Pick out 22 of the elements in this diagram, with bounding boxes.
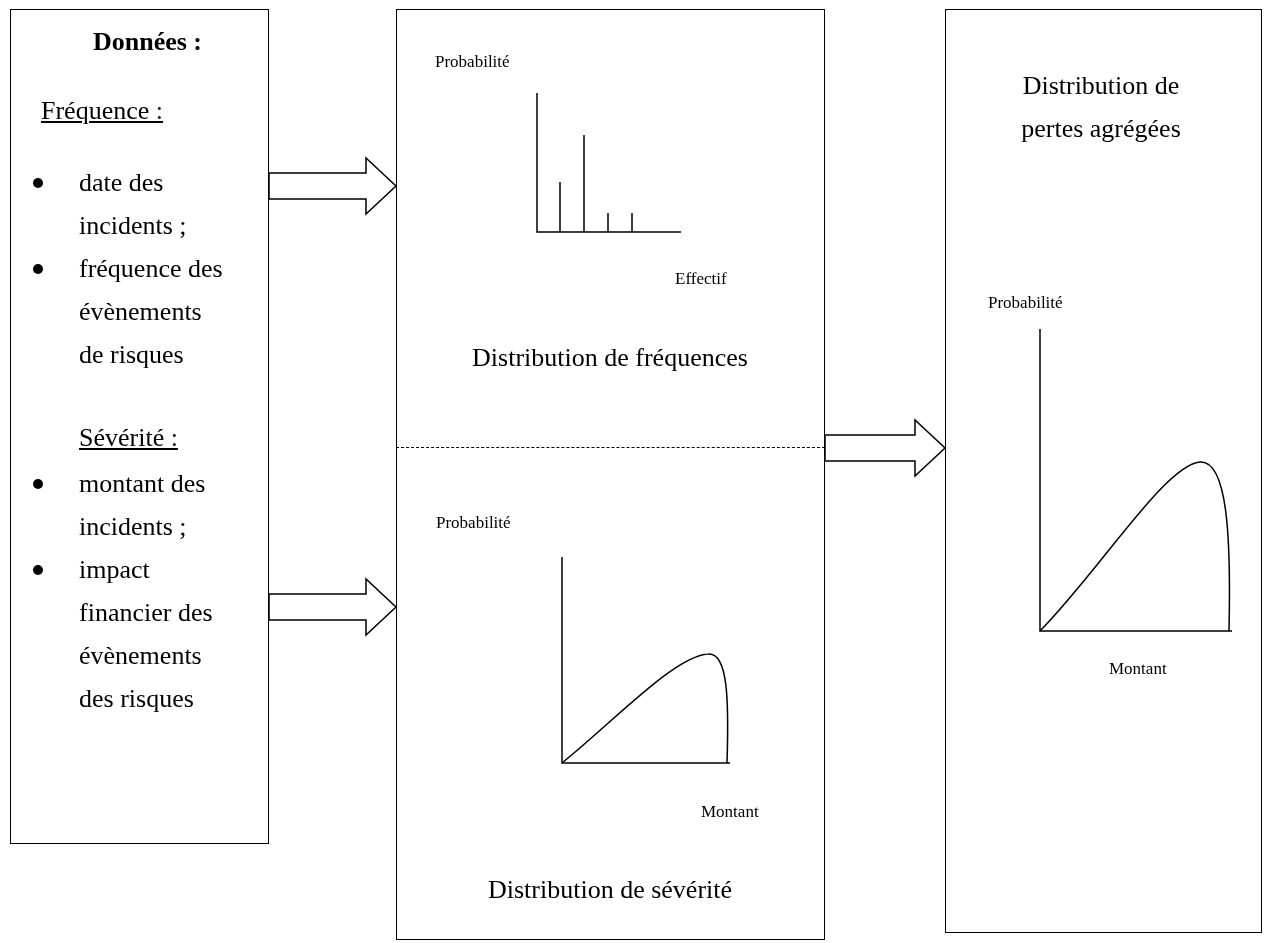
panel-title: Distribution de pertes agrégées	[1020, 70, 1182, 145]
section-title: Distribution de fréquences	[471, 341, 749, 374]
axis-label: Montant	[701, 802, 759, 822]
list-item: montant des incidents ;	[79, 468, 207, 543]
section-heading: Sévérité :	[79, 422, 178, 454]
axis-label: Montant	[1109, 659, 1167, 679]
section-title: Distribution de sévérité	[486, 873, 734, 906]
panel-box	[396, 9, 825, 940]
data-box	[10, 9, 269, 844]
box-heading: Données :	[92, 26, 203, 58]
block-arrow	[268, 577, 398, 637]
list-item: impact financier des évènements des risques	[79, 554, 214, 715]
block-arrow	[824, 418, 947, 478]
list-item: date des incidents ;	[79, 167, 188, 242]
axis-label: Probabilité	[988, 293, 1063, 313]
axis-label: Probabilité	[435, 52, 510, 72]
list-item: fréquence des évènements de risques	[79, 253, 224, 371]
block-arrow	[268, 156, 398, 216]
axis-label: Effectif	[675, 269, 727, 289]
section-heading: Fréquence :	[41, 95, 163, 127]
panel-box	[945, 9, 1262, 933]
axis-label: Probabilité	[436, 513, 511, 533]
